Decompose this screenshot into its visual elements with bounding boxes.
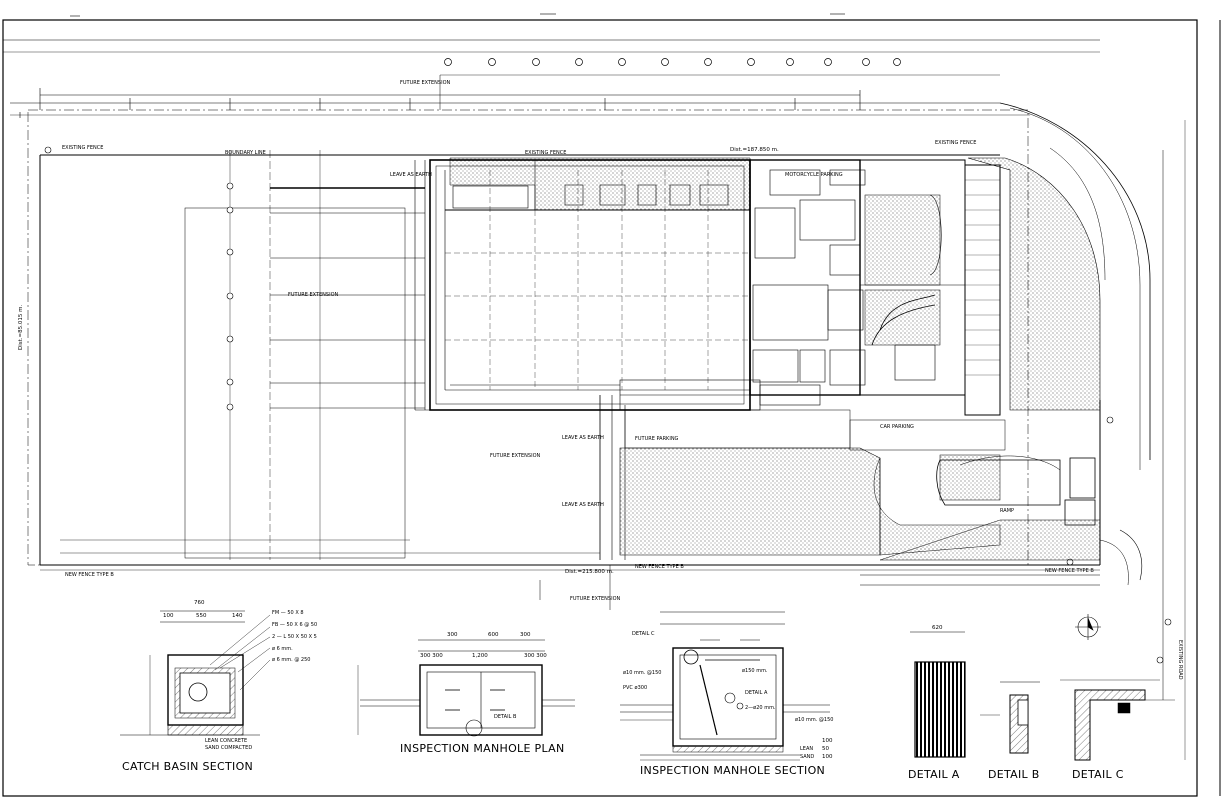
- label-boundary-line: BOUNDARY LINE: [225, 150, 266, 156]
- label-existing-road: EXISTING ROAD: [1177, 640, 1183, 680]
- landscape-areas: [449, 157, 1101, 561]
- label-new-fence: NEW FENCE TYPE B: [1045, 568, 1094, 574]
- label-existing-fence: EXISTING FENCE: [525, 150, 567, 156]
- grid-bubbles-top: [444, 58, 901, 66]
- manhole-plan-drawing: [357, 639, 575, 737]
- manhole-section-note: DETAIL A: [745, 690, 768, 696]
- caption-detail-c: DETAIL C: [1072, 768, 1124, 781]
- north-arrow-icon: [1075, 614, 1101, 640]
- manhole-plan-detail-ref: DETAIL B: [494, 714, 517, 720]
- top-dimensions: [10, 88, 1030, 118]
- manhole-section-detail-ref: DETAIL C: [632, 631, 655, 637]
- label-future-extension: FUTURE EXTENSION: [400, 80, 451, 86]
- manhole-section-note: 2—ø20 mm.: [745, 705, 776, 711]
- caption-detail-a: DETAIL A: [908, 768, 960, 781]
- existing-road-curve: [999, 102, 1186, 760]
- manhole-section-note: LEAN: [800, 746, 814, 752]
- caption-catch-basin-section: CATCH BASIN SECTION: [122, 760, 254, 773]
- manhole-plan-dim: 300: [520, 632, 531, 638]
- catch-basin-note: SAND COMPACTED: [205, 745, 253, 751]
- manhole-plan-dim: 300: [447, 632, 458, 638]
- detail-b-drawing: [980, 681, 1040, 754]
- manhole-section-note: ø10 mm. @150: [795, 717, 834, 723]
- caption-manhole-plan: INSPECTION MANHOLE PLAN: [400, 742, 565, 755]
- detail-c-drawing: [1060, 679, 1175, 761]
- label-new-fence: NEW FENCE TYPE B: [65, 572, 114, 578]
- detail-a-dim: 620: [932, 625, 943, 631]
- caption-manhole-section: INSPECTION MANHOLE SECTION: [640, 764, 826, 777]
- label-motorcycle-parking: MOTORCYCLE PARKING: [785, 172, 843, 178]
- catch-basin-dim-left: 100: [163, 613, 174, 619]
- label-existing-fence: EXISTING FENCE: [935, 140, 977, 146]
- catch-basin-drawing: [120, 610, 271, 736]
- manhole-section-dim: 100: [822, 738, 833, 744]
- corner-marker-se: [1066, 558, 1074, 566]
- catch-basin-note: ø 6 mm.: [272, 646, 293, 652]
- label-leave-as-earth: LEAVE AS EARTH: [562, 435, 604, 441]
- future-extension-left: [60, 150, 620, 560]
- label-future-extension: FUTURE EXTENSION: [490, 453, 541, 459]
- manhole-section-dim: 50: [822, 746, 829, 752]
- dimension-bottom: Dist.=215.800 m.: [565, 569, 614, 575]
- catch-basin-dim-right: 140: [232, 613, 243, 619]
- manhole-plan-dim-right: 300 300: [524, 653, 547, 659]
- manhole-section-dim: 100: [822, 754, 833, 760]
- manhole-plan-dim-left: 300 300: [420, 653, 443, 659]
- manhole-section-note: ø10 mm. @150: [623, 670, 662, 676]
- catch-basin-dim-top: 760: [194, 600, 205, 606]
- label-new-fence: NEW FENCE TYPE B: [635, 564, 684, 570]
- label-leave-as-earth: LEAVE AS EARTH: [562, 502, 604, 508]
- catch-basin-note: 2 — L 50 X 50 X 5: [272, 634, 317, 640]
- detail-a-drawing: [910, 631, 966, 758]
- parking-ramp: [414, 74, 1100, 610]
- main-building: [429, 159, 751, 411]
- corner-marker-nw: [44, 146, 52, 154]
- catch-basin-note: LEAN CONCRETE: [205, 738, 248, 744]
- manhole-section-note: ø150 mm.: [742, 668, 768, 674]
- caption-detail-b: DETAIL B: [988, 768, 1040, 781]
- dimension-left: Dist.=85.015 m.: [18, 304, 24, 350]
- label-car-parking: CAR PARKING: [880, 424, 914, 430]
- catch-basin-note: FB — 50 X 6 @ 50: [272, 622, 318, 628]
- label-existing-fence: EXISTING FENCE: [62, 145, 104, 151]
- manhole-section-drawing: [620, 611, 830, 761]
- label-leave-as-earth: LEAVE AS EARTH: [390, 172, 432, 178]
- manhole-plan-dim-total: 1,200: [472, 653, 488, 659]
- label-future-extension: FUTURE EXTENSION: [570, 596, 621, 602]
- manhole-section-note: PVC ø300: [623, 685, 648, 691]
- label-ramp: RAMP: [1000, 508, 1015, 514]
- dimension-top: Dist.=187.850 m.: [730, 147, 779, 153]
- grid-bubbles-left: [226, 182, 234, 411]
- manhole-plan-dim: 600: [488, 632, 499, 638]
- catch-basin-note: ø 6 mm. @ 250: [272, 657, 311, 663]
- site-boundary: [27, 109, 1101, 571]
- label-future-parking: FUTURE PARKING: [635, 436, 679, 442]
- label-future-extension: FUTURE EXTENSION: [288, 292, 339, 298]
- manhole-section-note: SAND: [800, 754, 815, 760]
- catch-basin-note: FM — 50 X 8: [272, 610, 304, 616]
- catch-basin-dim-inner: 550: [196, 613, 207, 619]
